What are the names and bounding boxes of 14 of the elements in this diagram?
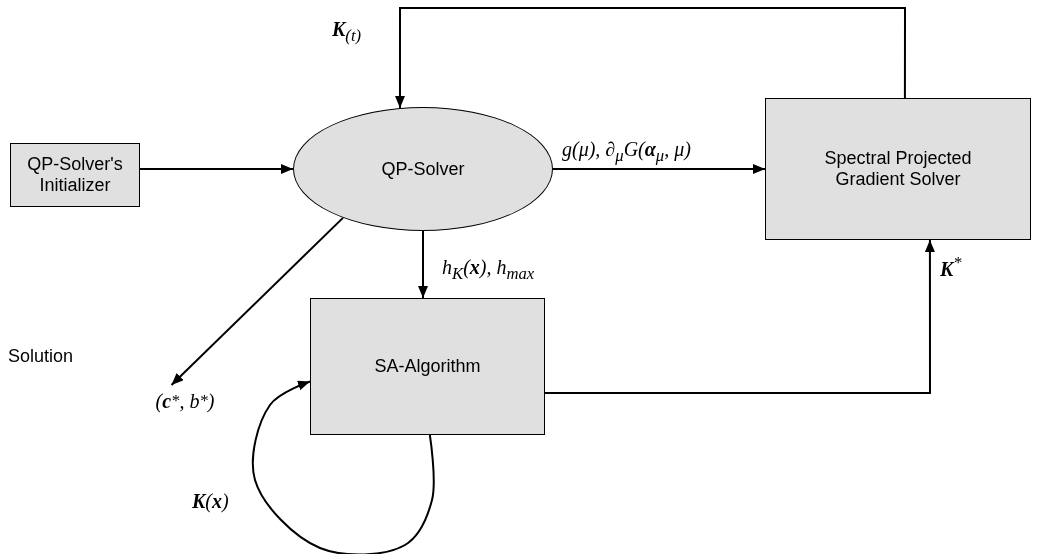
process-box: Spectral Projected Gradient Solver bbox=[765, 98, 1031, 240]
process-box: SA-Algorithm bbox=[310, 298, 545, 435]
process-ellipse: QP-Solver bbox=[293, 107, 553, 231]
arrow bbox=[552, 164, 766, 174]
arrow bbox=[251, 380, 435, 554]
edge-label: g(μ), ∂$_{μ}$G(α$_{μ}$, μ) bbox=[560, 138, 693, 166]
arrow bbox=[395, 7, 906, 109]
process-box: QP-Solver's Initializer bbox=[10, 143, 140, 207]
edge-label: K(x) bbox=[190, 490, 231, 512]
arrow bbox=[418, 230, 429, 299]
arrow bbox=[139, 164, 294, 174]
arrow bbox=[170, 216, 344, 386]
arrow bbox=[544, 239, 935, 394]
text-label: Solution bbox=[8, 346, 74, 367]
